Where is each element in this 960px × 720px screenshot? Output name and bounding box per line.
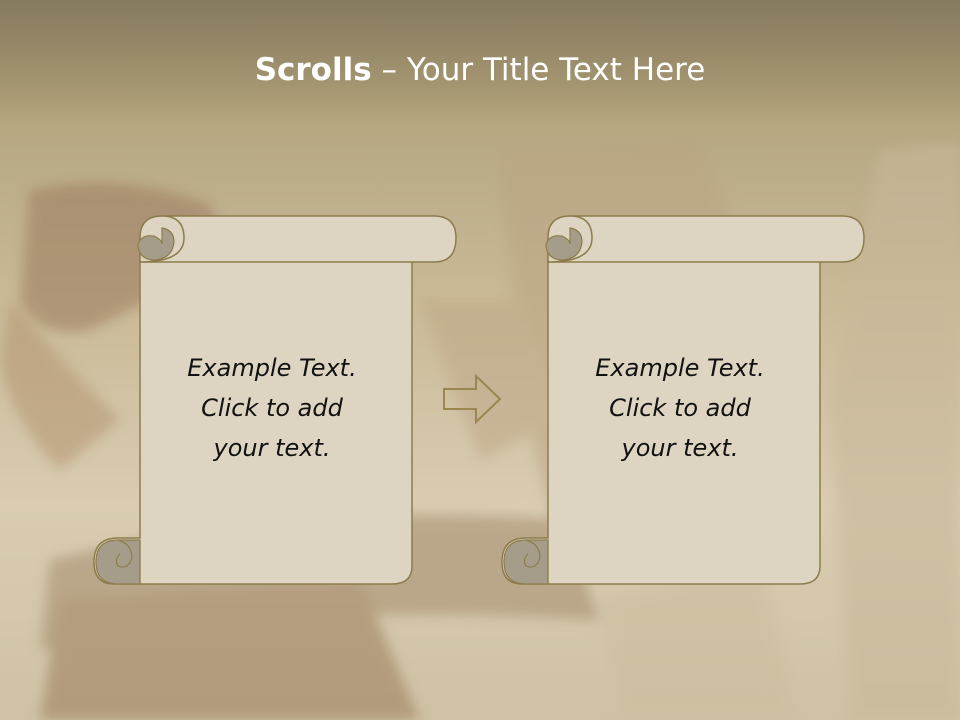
- scroll-shape: [93, 215, 457, 585]
- scroll-text[interactable]: Example Text. Click to add your text.: [595, 354, 765, 462]
- slide-title[interactable]: Scrolls – Your Title Text Here: [0, 52, 960, 88]
- right-arrow-icon: [443, 374, 502, 424]
- scroll-text[interactable]: Example Text. Click to add your text.: [187, 354, 357, 462]
- title-dash: –: [371, 52, 407, 88]
- scroll-left[interactable]: Example Text. Click to add your text.: [92, 214, 458, 588]
- title-bold: Scrolls: [254, 52, 372, 88]
- title-rest: Your Title Text Here: [406, 52, 706, 88]
- scroll-right[interactable]: Example Text. Click to add your text.: [500, 214, 866, 588]
- title-bar: [0, 0, 960, 150]
- scroll-shape: [501, 215, 865, 585]
